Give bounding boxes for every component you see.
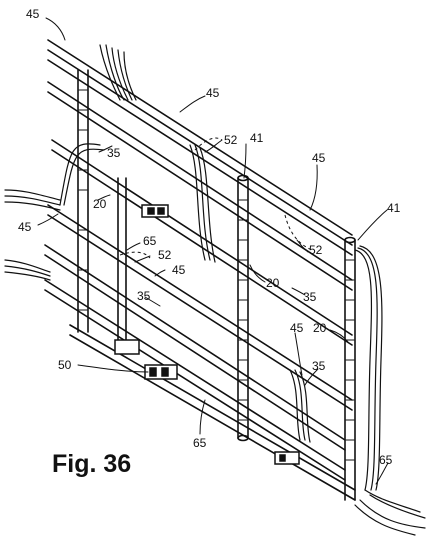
label-45: 45 [312, 151, 326, 165]
vertical-posts [77, 69, 356, 501]
label-52: 52 [224, 133, 238, 147]
frame-rails [44, 39, 356, 501]
label-52: 52 [309, 243, 323, 257]
label-65: 65 [143, 234, 157, 248]
label-20: 20 [313, 321, 327, 335]
label-35: 35 [137, 289, 151, 303]
label-52: 52 [158, 248, 172, 262]
label-35: 35 [312, 359, 326, 373]
label-41: 41 [250, 131, 264, 145]
label-45: 45 [18, 220, 32, 234]
cable-harness [4, 44, 426, 536]
dashed-routes [119, 137, 313, 259]
label-20: 20 [266, 276, 280, 290]
label-65: 65 [193, 436, 207, 450]
reference-labels: 45 45 45 45 45 45 52 52 52 41 41 35 35 3… [18, 7, 401, 467]
label-41: 41 [387, 201, 401, 215]
label-35: 35 [107, 146, 121, 160]
label-35: 35 [303, 290, 317, 304]
label-45: 45 [290, 321, 304, 335]
label-20: 20 [93, 197, 107, 211]
label-45: 45 [172, 263, 186, 277]
connector-boxes [114, 204, 300, 465]
post-slots [78, 89, 355, 461]
label-45: 45 [26, 7, 40, 21]
label-45: 45 [206, 86, 220, 100]
figure-caption: Fig. 36 [52, 450, 131, 478]
leader-lines [37, 17, 389, 485]
label-65: 65 [379, 453, 393, 467]
label-50: 50 [58, 358, 72, 372]
